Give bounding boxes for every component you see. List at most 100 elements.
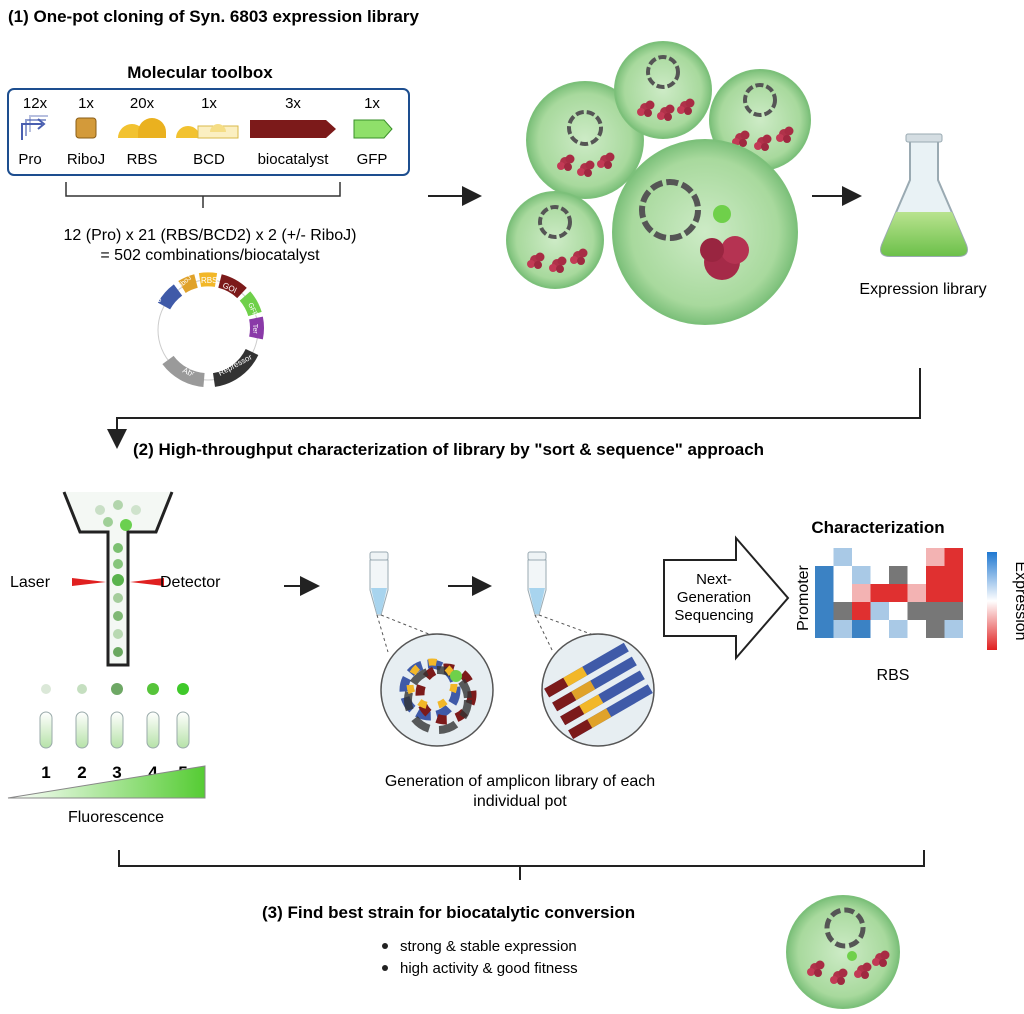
section1-title: (1) One-pot cloning of Syn. 6803 express… [8,7,419,26]
fluorescence-label: Fluorescence [68,809,164,826]
heatmap-cell [852,548,871,566]
expression-heatmap [815,548,963,638]
heatmap-cell [833,602,852,620]
heatmap-cell [870,584,889,602]
characterization-title: Characterization [811,518,944,537]
collection-tubes [39,711,190,749]
tube-number-4: 4 [148,763,158,782]
heatmap-cell [815,566,834,584]
bcd-icon [176,124,239,139]
heatmap-cell [852,602,871,620]
best-strain-cell [786,895,900,1009]
tube-1 [39,711,53,749]
heatmap-cell [852,584,871,602]
detector-label: Detector [160,574,221,591]
heatmap-cell [815,584,834,602]
toolbox-bracket [65,182,341,208]
heatmap-cell [870,620,889,638]
heatmap-cell [889,602,908,620]
tube-2 [75,711,89,749]
heatmap-cell [926,584,945,602]
heatmap-cell [833,566,852,584]
plasmid-map: Pro RiboJ RBS GOI GFP Ter Repressor Abʳ [150,272,265,387]
heatmap-cell [907,584,926,602]
cell-left-upper [526,81,644,199]
bullet-dot-2 [382,965,388,971]
colorbar [987,552,997,650]
gfp-icon [353,119,393,139]
heatmap-cell [815,620,834,638]
detector-beam-icon [130,578,164,586]
heatmap-cell [852,566,871,584]
heatmap-cell [907,548,926,566]
tube-number-3: 3 [112,763,121,782]
heatmap-cell [889,584,908,602]
tube-number-2: 2 [77,763,86,782]
rbs-icon [118,118,166,138]
fluorescence-gradient [7,765,206,799]
heatmap-cell [889,548,908,566]
sorted-droplets [41,683,189,695]
toolbox-title: Molecular toolbox [127,63,273,82]
laser-beam-icon [72,578,106,586]
heatmap-cell [870,548,889,566]
heatmap-cell [833,548,852,566]
part-count-bcd: 1x [201,95,217,112]
colorbar-label: Expression [1012,561,1024,640]
part-count-pro: 12x [23,95,48,112]
heatmap-cell [889,566,908,584]
heatmap-cell [944,584,963,602]
part-label-gfp: GFP [357,151,388,168]
zoom-lines-2 [534,614,641,653]
plasmid-abr-segment [162,355,205,387]
zoom-lines-1 [376,614,475,653]
amplicon-zoom [541,633,655,747]
cell-sorter [62,491,174,667]
part-label-riboj: RiboJ [67,151,105,168]
part-label-pro: Pro [18,151,41,168]
riboj-icon [75,117,97,139]
heatmap-cell [852,620,871,638]
heatmap-cell [944,602,963,620]
heatmap-cell [833,584,852,602]
biocatalyst-icon [250,120,336,138]
heatmap-cell [926,548,945,566]
plasmid-gfp-segment [239,291,262,317]
plasmid-rbs-segment [198,272,218,287]
part-label-bcd: BCD [193,151,225,168]
section2-title: (2) High-throughput characterization of … [133,440,764,459]
part-count-rbs: 20x [130,95,155,112]
plasmid-repressor-segment [212,348,259,387]
heatmap-cell [870,602,889,620]
plasmid-riboj-segment [178,274,198,294]
cell-large-center [612,139,798,325]
plasmid-label-rbs: RBS [201,276,217,285]
heatmap-cell [926,602,945,620]
promoter-icon [21,115,48,140]
ngs-label-line1: Next- [696,571,732,588]
flask-icon [880,133,968,257]
connector-to-section2 [107,368,921,449]
expression-library-label: Expression library [859,281,986,298]
tube-5 [176,711,190,749]
tube-4 [146,711,160,749]
cell-left-lower [506,191,604,289]
heatmap-cell [944,620,963,638]
pcr-tube-1 [369,551,389,616]
heatmap-cell [889,620,908,638]
cell-cluster [506,41,811,325]
heatmap-cell [944,566,963,584]
plasmid-pro-segment [157,284,183,310]
combination-formula-line2: = 502 combinations/biocatalyst [100,247,320,264]
part-count-biocatalyst: 3x [285,95,301,112]
tube-number-1: 1 [41,763,50,782]
heatmap-cell [907,602,926,620]
toolbox-parts: 12x 1x 20x 1x 3x 1x Pro Rib [18,95,393,168]
heatmap-cell [815,602,834,620]
bullet-dot-1 [382,943,388,949]
amplicon-label-line2: individual pot [473,793,567,810]
heatmap-cell [926,620,945,638]
part-label-biocatalyst: biocatalyst [258,151,330,168]
bullet-1: strong & stable expression [400,938,577,955]
ngs-arrow [663,535,790,661]
